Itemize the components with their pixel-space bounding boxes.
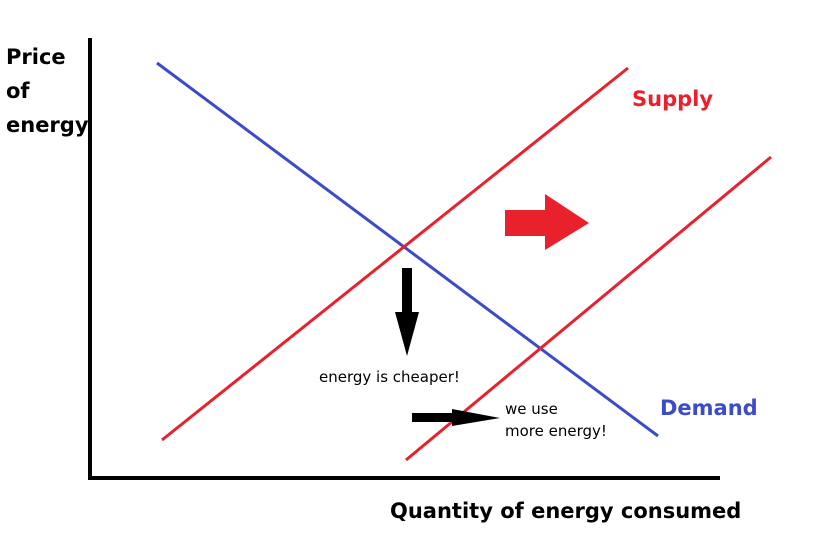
x-axis-label: Quantity of energy consumed [390,499,742,523]
supply-label: Supply [632,87,714,111]
price-note: energy is cheaper! [319,368,460,386]
quantity-note-line: we use [505,400,558,418]
quantity-right-arrow-icon [412,409,500,426]
y-axis-label-line: Price [6,45,66,69]
supply-curve-original [161,66,629,442]
quantity-note: we use more energy! [505,398,607,442]
y-axis-label: Price of energy [6,40,89,142]
quantity-note-line: more energy! [505,422,607,440]
supply-curve-shifted [405,155,772,462]
supply-shift-arrow-icon [505,194,589,250]
y-axis-label-line: of [6,79,30,103]
demand-label: Demand [660,396,758,420]
price-down-arrow-icon [395,268,419,356]
demand-curve [156,61,659,438]
y-axis-label-line: energy [6,113,89,137]
